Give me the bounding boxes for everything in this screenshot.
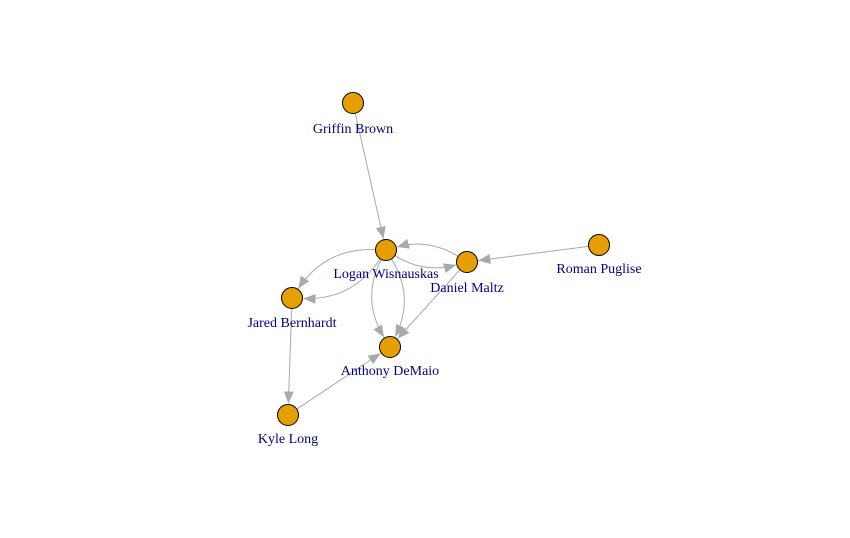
node-label-anthony: Anthony DeMaio (341, 364, 439, 379)
node-logan (375, 239, 397, 261)
edge-griffin-to-logan (354, 113, 386, 239)
edge-logan-to-anthony (371, 259, 385, 338)
edge-layer (283, 113, 589, 410)
edge-kyle-to-anthony (296, 352, 381, 410)
edge-logan-to-daniel (394, 255, 457, 274)
edge-daniel-to-anthony (397, 269, 461, 339)
node-label-daniel: Daniel Maltz (430, 281, 503, 296)
edge-daniel-to-logan (396, 238, 459, 257)
edge-logan-to-jared (303, 258, 381, 304)
edge-jared-to-kyle (283, 308, 294, 404)
node-daniel (456, 251, 478, 273)
node-label-roman: Roman Puglise (556, 262, 641, 277)
edge-roman-to-daniel (478, 245, 589, 264)
node-kyle (277, 404, 299, 426)
node-roman (588, 234, 610, 256)
node-label-griffin: Griffin Brown (313, 122, 393, 137)
node-griffin (342, 92, 364, 114)
node-label-kyle: Kyle Long (258, 432, 318, 447)
node-label-logan: Logan Wisnauskas (333, 267, 438, 282)
node-label-jared: Jared Bernhardt (247, 316, 336, 331)
node-jared (281, 287, 303, 309)
label-layer: Griffin Brown Logan Wisnauskas Daniel Ma… (247, 122, 641, 447)
node-anthony (379, 336, 401, 358)
edge-logan-to-jared (297, 249, 376, 289)
node-layer (277, 92, 610, 426)
